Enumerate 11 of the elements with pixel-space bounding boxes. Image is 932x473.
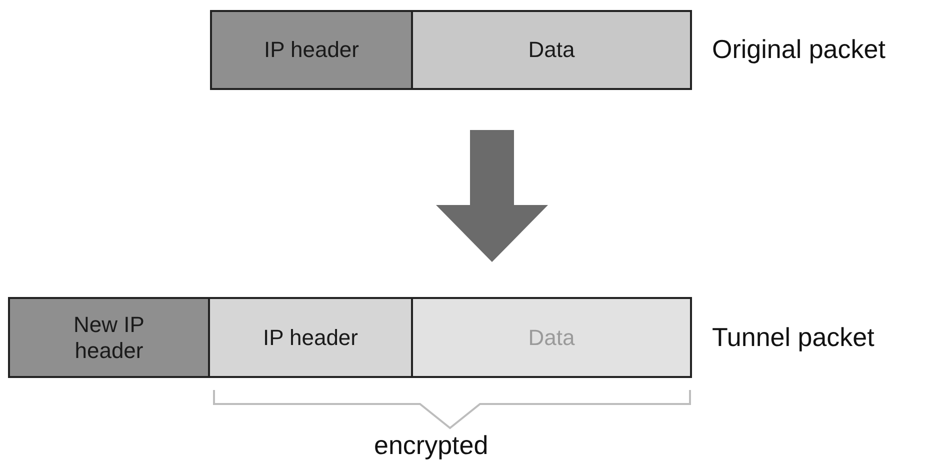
packet-bar [210,10,692,90]
header-field: IP header [210,299,413,376]
header-field: New IP header [10,299,210,376]
packet-caption: Original packet [712,34,886,65]
data-field: Data [413,12,690,88]
down-arrow [436,130,548,262]
header-field: IP header [212,12,413,88]
packet-bar [8,297,692,378]
bracket-label: encrypted [374,430,488,461]
data-field: Data [413,299,690,376]
packet-caption: Tunnel packet [712,322,874,352]
